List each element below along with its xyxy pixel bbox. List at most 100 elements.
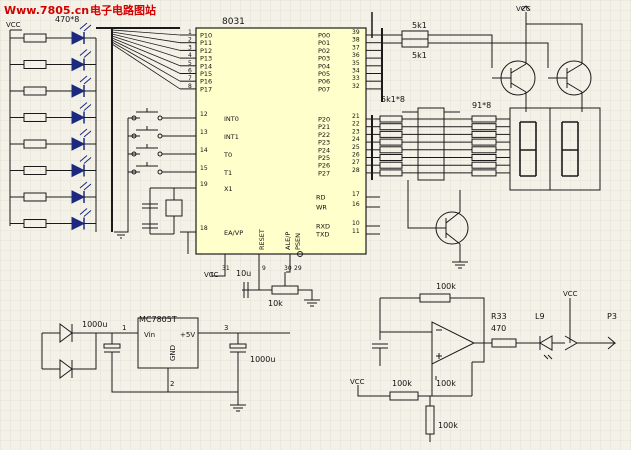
mcu-pin-p25: P25 (318, 154, 330, 162)
led-light-icon (79, 49, 92, 58)
mcu-pin-num: 12 (200, 111, 208, 118)
vcc-label-output: VCC (563, 290, 578, 298)
led-icon (71, 31, 86, 45)
led-icon (71, 110, 86, 125)
cap-1000u-a-label: 1000u (82, 320, 107, 329)
mcu-pin-reset: RESET (258, 229, 266, 250)
mcu-pin-num: 25 (352, 144, 360, 151)
mcu-pin-t0: T0 (223, 151, 232, 159)
mcu-pin-num: 38 (352, 37, 360, 44)
mcu-pin-num: 4 (188, 52, 192, 59)
p1-bus-entry (111, 29, 181, 36)
mcu-pin-p06: P06 (318, 78, 330, 86)
mcu-pin-num: 22 (352, 121, 360, 128)
mcu-label: 8031 (222, 17, 245, 27)
mcu-pin-p16: P16 (200, 78, 212, 86)
resistor-10k-label: 10k (268, 299, 283, 308)
mcu-pin-num: 2 (188, 37, 192, 44)
button-contact (131, 133, 137, 139)
mcu-pin-p26: P26 (318, 162, 330, 170)
mcu-pin-num: 33 (352, 75, 360, 82)
led-icon (71, 216, 86, 231)
led-light-icon (79, 102, 92, 111)
mcu-pin-num: 28 (352, 167, 360, 174)
led-bank (9, 22, 180, 239)
mcu-pin-num: 34 (352, 68, 360, 75)
vcc-arrow-icon (521, 5, 531, 11)
digit-segments-icon (519, 121, 537, 177)
mcu-pin-ea-vp: EA/VP (224, 229, 243, 237)
mcu-pin-num: 18 (200, 225, 208, 232)
led-light-icon (79, 22, 92, 32)
regulator-pin3: 3 (224, 324, 228, 332)
led-light-icon (79, 128, 92, 138)
digit-segments-icon (561, 121, 579, 177)
p1-bus-entry (111, 33, 181, 51)
npn-transistor-body (407, 180, 461, 245)
led-icon (71, 84, 86, 98)
resistor-5k1-a-label: 5k1 (412, 21, 427, 30)
p1-bus-entry (111, 43, 181, 90)
vcc-label-leds: VCC (6, 21, 21, 29)
mcu-pin-p24: P24 (318, 146, 330, 154)
transistor-legs (566, 63, 583, 93)
cap-10u-label: 10u (236, 269, 251, 278)
pushbutton-icon (136, 126, 158, 131)
vcc-label-top: VCC (516, 5, 531, 13)
mcu-pin-num: 16 (352, 201, 360, 208)
mcu-pin-num: 31 (222, 265, 230, 272)
mcu-pin-p05: P05 (318, 70, 330, 78)
mcu-pin-num: 29 (294, 265, 302, 272)
resistor-100k-top-label: 100k (436, 282, 456, 291)
resistor-100k-right-label: 100k (436, 379, 456, 388)
mcu-pin-num: 15 (200, 165, 208, 172)
mcu-pin-num: 24 (352, 136, 360, 143)
regulator-label: MC7805T (139, 315, 177, 324)
p1-bus-entry (111, 37, 181, 67)
watermark-site: Www.7805.cn (4, 4, 89, 17)
mcu-pin-num: 11 (352, 228, 360, 235)
mcu-pin-num: 32 (352, 83, 360, 90)
mcu-pin-num: 10 (352, 220, 360, 227)
mcu-pin-p17: P17 (200, 85, 212, 93)
mcu-pin-p15: P15 (200, 70, 212, 78)
mcu-pin-int1: INT1 (224, 133, 239, 141)
led-l9-label: L9 (535, 312, 545, 321)
mcu-pin-num: 13 (200, 129, 208, 136)
mcu-pin-num: 37 (352, 44, 360, 51)
led-icon (71, 57, 86, 72)
vcc-wire (525, 12, 583, 52)
regulator-pin2: 2 (170, 380, 174, 388)
mcu-pin-rxd: RXD (316, 223, 330, 231)
mcu-pin-num: 21 (352, 113, 360, 120)
resistor-r33-value: 470 (491, 324, 506, 333)
led-light-icon (79, 155, 92, 164)
mcu-pin-num: 19 (200, 181, 208, 188)
resistor-5k1x8-label: 5k1*8 (381, 95, 405, 104)
p1-bus-entry (111, 41, 181, 82)
p1-bus-entry (111, 31, 181, 44)
ground-icon (452, 261, 468, 269)
power-supply (41, 317, 290, 412)
mcu-pin-p02: P02 (318, 47, 330, 55)
mcu-pin-num: 1 (188, 29, 192, 36)
resistor-470x8-label: 470*8 (55, 15, 79, 24)
button-contact (131, 151, 137, 157)
mcu-pin-p27: P27 (318, 169, 330, 177)
regulator-pin1: 1 (122, 324, 126, 332)
cap-1000u-b-label: 1000u (250, 355, 275, 364)
mcu-pin-num: 5 (188, 60, 192, 67)
pushbutton-icon (136, 162, 158, 167)
regulator-vin: Vin (144, 331, 155, 339)
mcu-pin-num: 36 (352, 52, 360, 59)
mcu-pin-wr: WR (316, 204, 327, 212)
mcu-pin-num: 7 (188, 75, 192, 82)
transistor-legs (510, 63, 527, 93)
watermark-cn: 电子电路图站 (90, 3, 156, 17)
mcu-pin-num: 23 (352, 128, 360, 135)
transistor-base (548, 68, 568, 88)
led-light-icon (79, 75, 92, 85)
mcu-pin-num: 9 (262, 265, 266, 272)
